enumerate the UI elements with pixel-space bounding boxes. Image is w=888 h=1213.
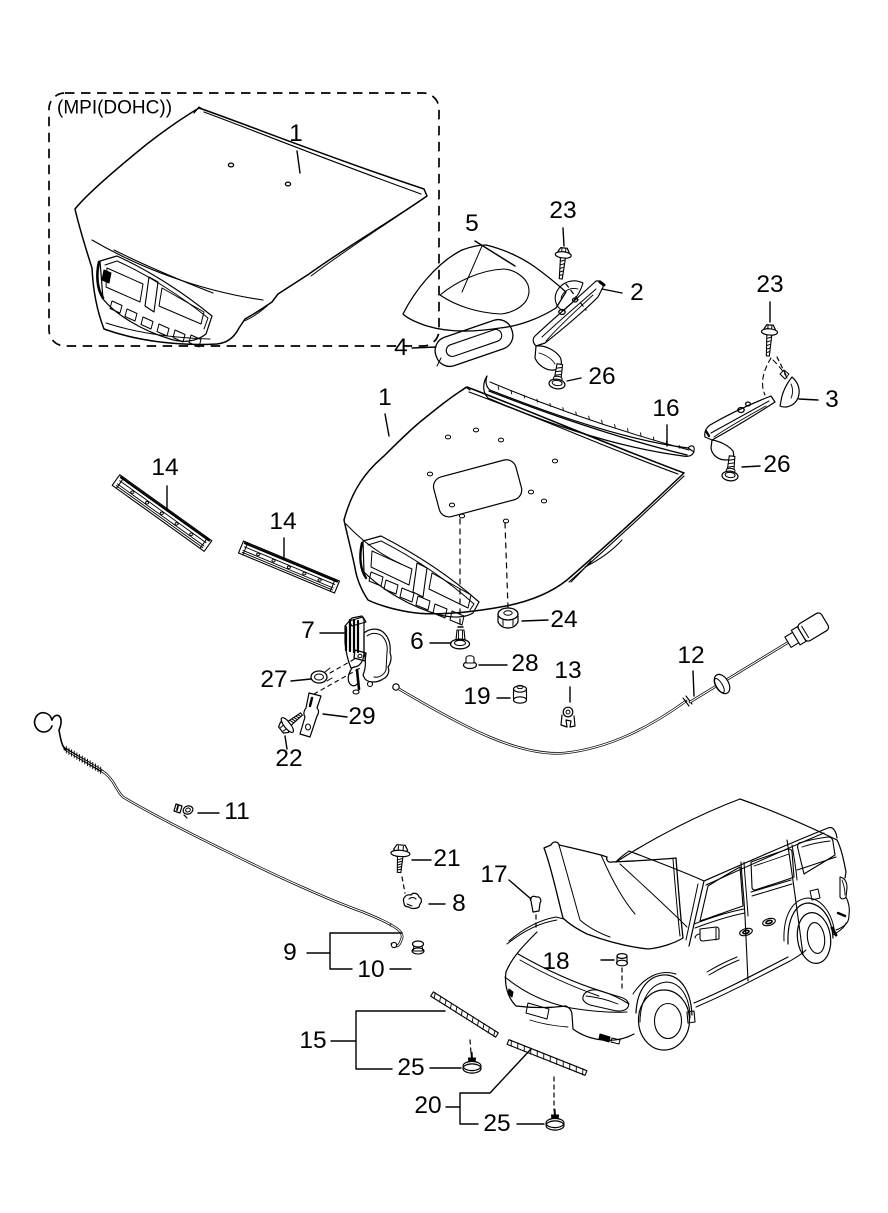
svg-text:15: 15 [299, 1027, 326, 1054]
svg-text:24: 24 [550, 606, 577, 633]
svg-text:27: 27 [260, 666, 287, 693]
svg-text:20: 20 [414, 1092, 441, 1119]
svg-text:21: 21 [433, 845, 460, 872]
svg-text:5: 5 [465, 210, 479, 237]
svg-text:11: 11 [224, 798, 249, 825]
svg-text:23: 23 [756, 271, 783, 298]
svg-text:26: 26 [588, 363, 615, 390]
svg-text:18: 18 [542, 948, 569, 975]
svg-text:3: 3 [825, 386, 839, 413]
svg-text:(MPI(DOHC)): (MPI(DOHC)) [57, 98, 172, 119]
svg-text:1: 1 [289, 120, 303, 147]
svg-text:22: 22 [275, 745, 302, 772]
svg-text:29: 29 [348, 703, 375, 730]
svg-text:13: 13 [554, 657, 581, 684]
svg-text:6: 6 [410, 628, 424, 655]
svg-text:2: 2 [630, 279, 644, 306]
svg-text:10: 10 [357, 956, 384, 983]
svg-text:1: 1 [378, 384, 392, 411]
svg-text:19: 19 [463, 683, 490, 710]
svg-text:23: 23 [549, 197, 576, 224]
svg-text:4: 4 [394, 334, 408, 361]
svg-text:25: 25 [397, 1054, 424, 1081]
svg-text:17: 17 [480, 861, 507, 888]
svg-text:12: 12 [677, 642, 704, 669]
svg-text:28: 28 [511, 650, 538, 677]
svg-text:8: 8 [452, 890, 466, 917]
svg-text:26: 26 [763, 451, 790, 478]
svg-text:25: 25 [483, 1110, 510, 1137]
svg-text:9: 9 [283, 939, 297, 966]
svg-text:16: 16 [652, 395, 679, 422]
svg-text:14: 14 [151, 454, 178, 481]
svg-text:7: 7 [301, 617, 315, 644]
svg-text:14: 14 [269, 508, 296, 535]
